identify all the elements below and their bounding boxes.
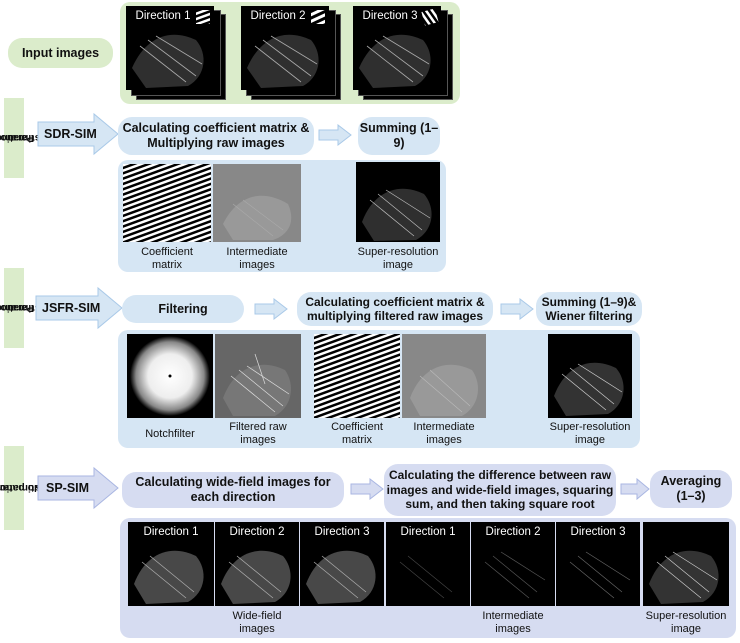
sp-int-direction-3-label: Direction 3 (570, 526, 626, 538)
sdr-step-coefficient: Calculating coefficient matrix & Multipl… (118, 117, 314, 155)
jsfr-filtered-raw-image (215, 334, 301, 418)
sp-int-direction-2-label: Direction 2 (485, 526, 541, 538)
jsfr-caption-intermediate: Intermediate images (413, 421, 475, 447)
jsfr-method-arrow (35, 286, 123, 330)
sp-step-arrow-1 (350, 478, 384, 500)
jsfr-step-coefficient: Calculating coefficient matrix & multipl… (297, 292, 493, 326)
sp-side-label: No parameterestimation (0, 446, 46, 530)
sdr-step-summing: Summing (1–9) (358, 117, 440, 155)
jsfr-caption-coefficient: Coefficient matrix (331, 421, 383, 447)
jsfr-caption-notchfilter: Notchfilter (145, 428, 195, 440)
sp-caption-widefield: Wide-field images (232, 610, 282, 636)
jsfr-super-resolution-image (548, 334, 632, 418)
sp-wf-direction-3-label: Direction 3 (314, 526, 370, 538)
sp-int-direction-1-label: Direction 1 (400, 526, 456, 538)
sp-widefield-image-2: Direction 2 (215, 522, 299, 606)
input-direction-2-label: Direction 2 (250, 10, 306, 22)
input-image-direction-2: Direction 2 (241, 6, 329, 90)
sdr-method-label: SDR-SIM (44, 127, 97, 141)
input-images-label: Input images (8, 38, 113, 68)
sdr-method-arrow (37, 112, 119, 156)
jsfr-step-arrow-1 (254, 298, 288, 320)
sp-intermediate-image-1: Direction 1 (386, 522, 470, 606)
sp-widefield-image-1: Direction 1 (128, 522, 214, 606)
jsfr-method-label: JSFR-SIM (42, 301, 101, 315)
jsfr-step-summing: Summing (1–9)& Wiener filtering (536, 292, 642, 326)
sdr-caption-intermediate: Intermediate images (226, 246, 288, 272)
sp-wf-direction-2-label: Direction 2 (229, 526, 285, 538)
sp-widefield-image-3: Direction 3 (300, 522, 384, 606)
sdr-intermediate-image (213, 164, 301, 242)
sp-step-widefield: Calculating wide-field images for each d… (122, 472, 344, 508)
sdr-super-resolution-image (356, 162, 440, 242)
input-direction-3-label: Direction 3 (362, 10, 418, 22)
jsfr-coefficient-matrix-image (314, 334, 400, 418)
sp-step-arrow-2 (620, 478, 650, 500)
sp-method-arrow (37, 466, 119, 510)
jsfr-caption-super-resolution: Super-resolution image (549, 421, 631, 447)
sp-step-averaging: Averaging (1–3) (650, 470, 732, 508)
sp-caption-intermediate: Intermediate images (482, 610, 544, 636)
sp-step-difference: Calculating the difference between raw i… (384, 464, 616, 516)
jsfr-step-arrow-2 (500, 298, 534, 320)
sdr-caption-super-resolution: Super-resolution image (357, 246, 439, 272)
sp-wf-direction-1-label: Direction 1 (143, 526, 199, 538)
sp-method-label: SP-SIM (46, 481, 90, 495)
jsfr-caption-filtered-raw: Filtered raw images (229, 421, 287, 447)
sdr-caption-coefficient: Coefficient matrix (141, 246, 193, 272)
jsfr-side-label: Parameterestimation (0, 268, 46, 348)
jsfr-notchfilter-image (127, 334, 213, 418)
sdr-step-arrow (318, 124, 352, 146)
jsfr-intermediate-image (402, 334, 486, 418)
sdr-side-label: Parameterestimation (0, 98, 46, 178)
input-image-direction-1: Direction 1 (126, 6, 214, 90)
sp-super-resolution-image (643, 522, 729, 606)
sp-intermediate-image-3: Direction 3 (556, 522, 640, 606)
jsfr-step-filtering: Filtering (122, 295, 244, 323)
input-image-direction-3: Direction 3 (353, 6, 441, 90)
sdr-coefficient-matrix-image (123, 164, 211, 242)
sp-caption-super-resolution: Super-resolution image (645, 610, 727, 636)
input-direction-1-label: Direction 1 (135, 10, 191, 22)
sp-intermediate-image-2: Direction 2 (471, 522, 555, 606)
